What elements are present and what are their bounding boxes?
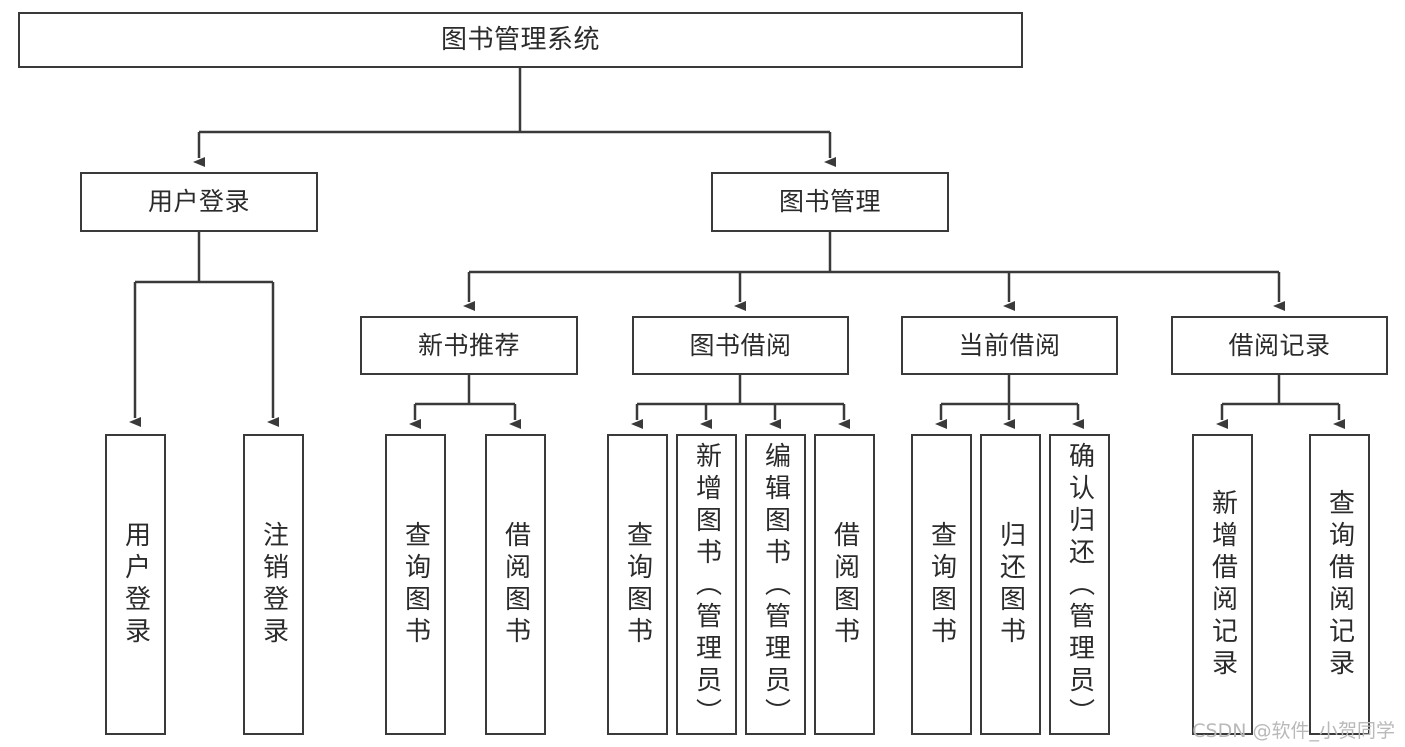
node-book-management[interactable]: 图书管理 xyxy=(711,172,949,232)
node-root[interactable]: 图书管理系统 xyxy=(18,12,1023,68)
node-book-management-label: 图书管理 xyxy=(778,187,881,217)
leaf-query-book-2-label: 查询图书 xyxy=(622,520,653,649)
node-root-label: 图书管理系统 xyxy=(440,24,600,55)
leaf-logout-login[interactable]: 注销登录 xyxy=(243,434,304,735)
node-current-borrow[interactable]: 当前借阅 xyxy=(901,316,1118,375)
leaf-query-book-1-label: 查询图书 xyxy=(400,520,431,649)
node-user-login[interactable]: 用户登录 xyxy=(80,172,318,232)
leaf-borrow-book-1-label: 借阅图书 xyxy=(500,520,531,649)
watermark: CSDN @软件_小贺同学 xyxy=(1192,720,1395,742)
leaf-edit-book-admin[interactable]: 编辑图书（管理员） xyxy=(745,434,806,735)
node-borrow-record-label: 借阅记录 xyxy=(1228,330,1331,360)
node-current-borrow-label: 当前借阅 xyxy=(958,330,1061,360)
leaf-user-login-label: 用户登录 xyxy=(120,520,151,649)
leaf-borrow-book-2-label: 借阅图书 xyxy=(829,520,860,649)
node-new-book-recommend[interactable]: 新书推荐 xyxy=(360,316,578,375)
leaf-query-borrow-record[interactable]: 查询借阅记录 xyxy=(1309,434,1370,735)
leaf-query-book-3[interactable]: 查询图书 xyxy=(911,434,972,735)
node-book-borrow[interactable]: 图书借阅 xyxy=(632,316,849,375)
leaf-borrow-book-1[interactable]: 借阅图书 xyxy=(485,434,546,735)
leaf-query-borrow-record-label: 查询借阅记录 xyxy=(1324,488,1355,681)
leaf-user-login[interactable]: 用户登录 xyxy=(105,434,166,735)
node-user-login-label: 用户登录 xyxy=(147,187,250,217)
leaf-return-book[interactable]: 归还图书 xyxy=(980,434,1041,735)
leaf-add-borrow-record-label: 新增借阅记录 xyxy=(1207,488,1238,681)
leaf-query-book-3-label: 查询图书 xyxy=(926,520,957,649)
node-new-book-recommend-label: 新书推荐 xyxy=(417,330,520,360)
leaf-return-book-label: 归还图书 xyxy=(995,520,1026,649)
leaf-confirm-return-admin-label: 确认归还（管理员） xyxy=(1064,442,1095,730)
leaf-query-book-2[interactable]: 查询图书 xyxy=(607,434,668,735)
leaf-edit-book-admin-label: 编辑图书（管理员） xyxy=(760,442,791,730)
node-borrow-record[interactable]: 借阅记录 xyxy=(1171,316,1388,375)
leaf-add-book-admin[interactable]: 新增图书（管理员） xyxy=(676,434,737,735)
leaf-borrow-book-2[interactable]: 借阅图书 xyxy=(814,434,875,735)
node-book-borrow-label: 图书借阅 xyxy=(689,330,792,360)
leaf-confirm-return-admin[interactable]: 确认归还（管理员） xyxy=(1049,434,1110,735)
leaf-add-book-admin-label: 新增图书（管理员） xyxy=(691,442,722,730)
leaf-query-book-1[interactable]: 查询图书 xyxy=(385,434,446,735)
leaf-add-borrow-record[interactable]: 新增借阅记录 xyxy=(1192,434,1253,735)
leaf-logout-login-label: 注销登录 xyxy=(258,520,289,649)
